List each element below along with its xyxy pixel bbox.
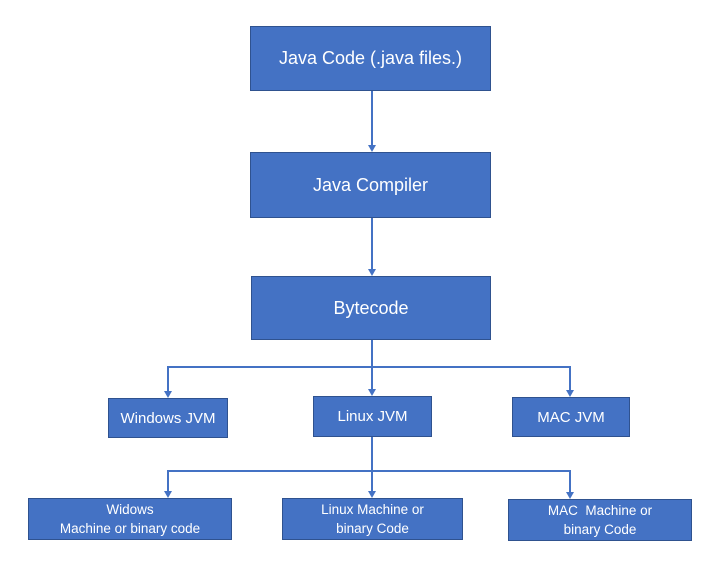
arrowhead-down-icon [367,491,376,498]
arrowhead-down-icon [163,391,172,398]
node-mac-machine-line1: MAC Machine or [547,503,653,518]
arrowhead-down-icon [367,269,376,276]
connector-branch-windows-jvm-line [167,366,169,391]
node-mac-machine: MAC Machine or binary Code [508,499,692,541]
arrowhead-down-icon [565,492,574,499]
node-linux-machine-line2: binary Code [336,521,409,536]
connector-linuxjvm-branch-stem [371,437,373,471]
node-windows-machine: Widows Machine or binary code [28,498,232,540]
connector-branch-linux-machine-line [371,470,373,491]
node-linux-jvm-label: Linux JVM [337,408,408,425]
connector-jvm-branch-line [167,366,571,368]
connector-branch-linux-jvm-line [371,366,373,389]
node-bytecode: Bytecode [251,276,491,340]
connector-machine-branch-line [167,470,571,472]
node-windows-jvm-label: Windows JVM [120,409,216,427]
node-linux-jvm: Linux JVM [313,396,432,437]
node-linux-machine-line1: Linux Machine or [321,502,424,517]
node-windows-jvm: Windows JVM [108,398,228,438]
arrowhead-down-icon [163,491,172,498]
node-windows-machine-line1: Widows [106,502,154,517]
arrowhead-down-icon [367,145,376,152]
connector-branch-mac-jvm-line [569,366,571,390]
connector-javacode-compiler-line [371,91,373,146]
connector-branch-windows-machine-line [167,470,169,491]
node-mac-machine-line2: binary Code [563,522,637,537]
node-windows-machine-line2: Machine or binary code [59,521,201,536]
node-java-code: Java Code (.java files.) [250,26,491,91]
node-java-code-label: Java Code (.java files.) [278,48,463,68]
node-java-compiler: Java Compiler [250,152,491,218]
arrowhead-down-icon [367,389,376,396]
node-mac-jvm-label: MAC JVM [537,408,605,426]
arrowhead-down-icon [565,390,574,397]
node-bytecode-label: Bytecode [333,297,409,318]
connector-bytecode-branch-stem [371,340,373,367]
connector-branch-mac-machine-line [569,470,571,492]
node-java-compiler-label: Java Compiler [312,174,429,195]
connector-compiler-bytecode-line [371,218,373,270]
node-mac-jvm: MAC JVM [512,397,630,437]
node-linux-machine: Linux Machine or binary Code [282,498,463,540]
